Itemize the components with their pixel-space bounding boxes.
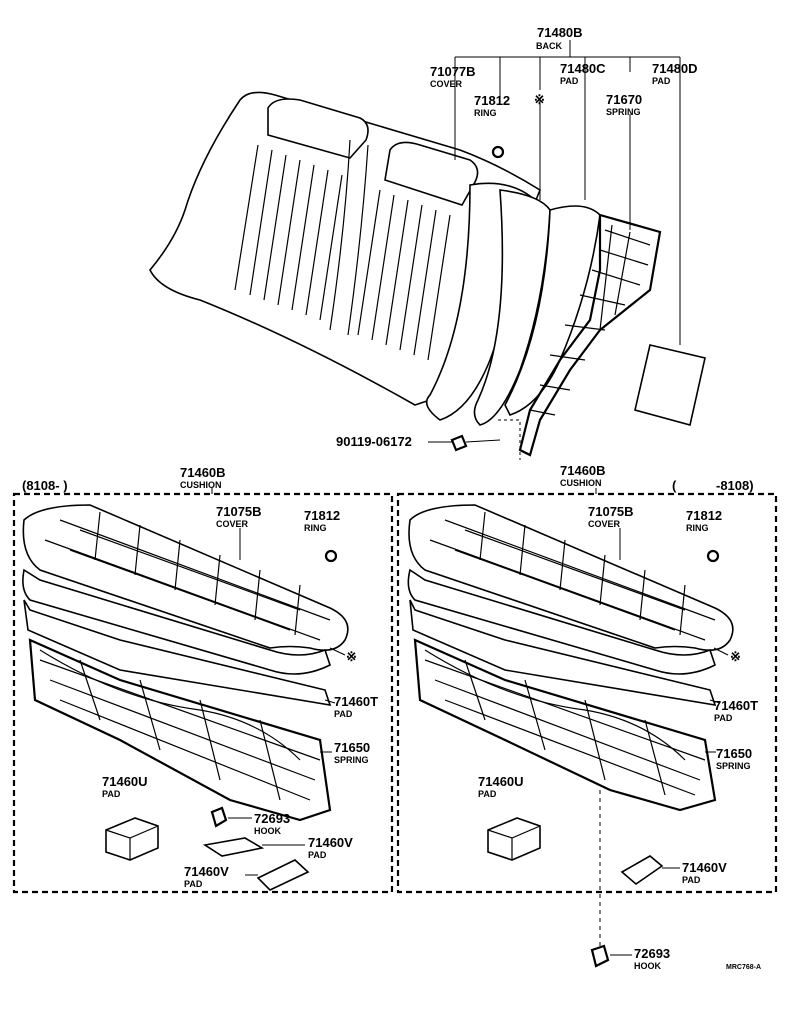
right-cushion-cover — [408, 504, 734, 651]
right-pad-t-part-no: 71460T — [714, 698, 758, 713]
left-cushion-part-no: 71460B — [180, 465, 226, 480]
left-cover-part-no: 71075B — [216, 504, 262, 519]
left-spring — [28, 638, 332, 822]
right-pad-u-part-no: 71460U — [478, 774, 524, 789]
seat-back-pleats — [234, 139, 451, 361]
left-pad-v1-part-no: 71460V — [308, 835, 353, 850]
left-hook-icon — [210, 806, 228, 828]
right-pad-t-name: PAD — [714, 713, 733, 723]
left-spring-name: SPRING — [334, 755, 369, 765]
back-part-no: 71480B — [537, 25, 583, 40]
back-cover-part-no: 71077B — [430, 64, 476, 79]
right-cushion-base — [407, 568, 716, 675]
back-pad-d-name: PAD — [652, 76, 671, 86]
right-pad-71460v — [620, 855, 664, 886]
right-panel-frame — [396, 492, 778, 894]
left-pad-71460v-1 — [202, 837, 265, 857]
left-ring-name: RING — [304, 523, 327, 533]
left-hook-name: HOOK — [254, 826, 282, 836]
left-cushion-name: CUSHION — [180, 480, 222, 490]
left-cover-name: COVER — [216, 519, 249, 529]
right-pad-71460u — [487, 817, 541, 861]
left-ring-icon — [324, 549, 338, 563]
back-cover-name: COVER — [430, 79, 463, 89]
spring-wires — [529, 224, 651, 416]
right-pad-v-name: PAD — [682, 875, 701, 885]
right-panel: ※ — [396, 488, 778, 948]
left-cushion-cover — [22, 504, 349, 651]
back-assembly — [149, 40, 706, 460]
right-spring — [413, 638, 717, 812]
right-cover-part-no: 71075B — [588, 504, 634, 519]
left-pad-t-part-no: 71460T — [334, 694, 378, 709]
back-spring-name: SPRING — [606, 107, 641, 117]
bolt-part-no: 90119-06172 — [336, 434, 412, 449]
bolt-icon — [450, 434, 468, 452]
left-pad-v2-name: PAD — [184, 879, 203, 889]
left-period: (8108- ) — [22, 478, 68, 493]
right-period: -8108) — [716, 478, 754, 493]
left-pad-71460u — [105, 817, 159, 861]
bottom-hook-part-no: 72693 — [634, 946, 670, 961]
left-cushion-base — [22, 568, 331, 675]
left-ring-part-no: 71812 — [304, 508, 340, 523]
left-pad-t-name: PAD — [334, 709, 353, 719]
right-ring-part-no: 71812 — [686, 508, 722, 523]
right-period-open: ( — [672, 478, 677, 493]
headrest-left — [267, 98, 369, 159]
right-pad-v-part-no: 71460V — [682, 860, 727, 875]
drawing-code: MRC768-A — [726, 964, 761, 971]
back-pad-71480d — [634, 344, 706, 426]
ring-icon — [491, 145, 505, 159]
right-ring-icon — [706, 549, 720, 563]
back-pad-c-name: PAD — [560, 76, 579, 86]
headrest-right — [384, 141, 479, 206]
left-pad-v2-part-no: 71460V — [184, 864, 229, 879]
left-pad-71460v-2 — [256, 859, 310, 891]
asterisk-symbol: ※ — [534, 92, 545, 107]
bottom-hook-name: HOOK — [634, 961, 662, 971]
back-name: BACK — [536, 41, 562, 51]
left-pad-u-part-no: 71460U — [102, 774, 148, 789]
right-ring-name: RING — [686, 523, 709, 533]
back-spring-part-no: 71670 — [606, 92, 642, 107]
right-asterisk: ※ — [730, 649, 741, 664]
back-spring-frame — [518, 213, 662, 457]
left-hook-part-no: 72693 — [254, 811, 290, 826]
right-pad-u-name: PAD — [478, 789, 497, 799]
left-pad-u-name: PAD — [102, 789, 121, 799]
back-pad-d-part-no: 71480D — [652, 61, 698, 76]
right-cover-name: COVER — [588, 519, 621, 529]
right-pad-71460t — [409, 599, 717, 707]
bottom-hook-icon — [590, 944, 610, 968]
back-pad-c-part-no: 71480C — [560, 61, 606, 76]
back-ring-name: RING — [474, 108, 497, 118]
right-spring-part-no: 71650 — [716, 746, 752, 761]
left-spring-part-no: 71650 — [334, 740, 370, 755]
left-pad-71460t — [23, 599, 332, 707]
right-spring-name: SPRING — [716, 761, 751, 771]
right-cushion-part-no: 71460B — [560, 463, 606, 478]
back-ring-part-no: 71812 — [474, 93, 510, 108]
left-pad-v1-name: PAD — [308, 850, 327, 860]
left-panel-frame — [12, 492, 394, 894]
left-panel: ※ — [12, 488, 394, 894]
right-cushion-name: CUSHION — [560, 478, 602, 488]
left-asterisk: ※ — [346, 649, 357, 664]
